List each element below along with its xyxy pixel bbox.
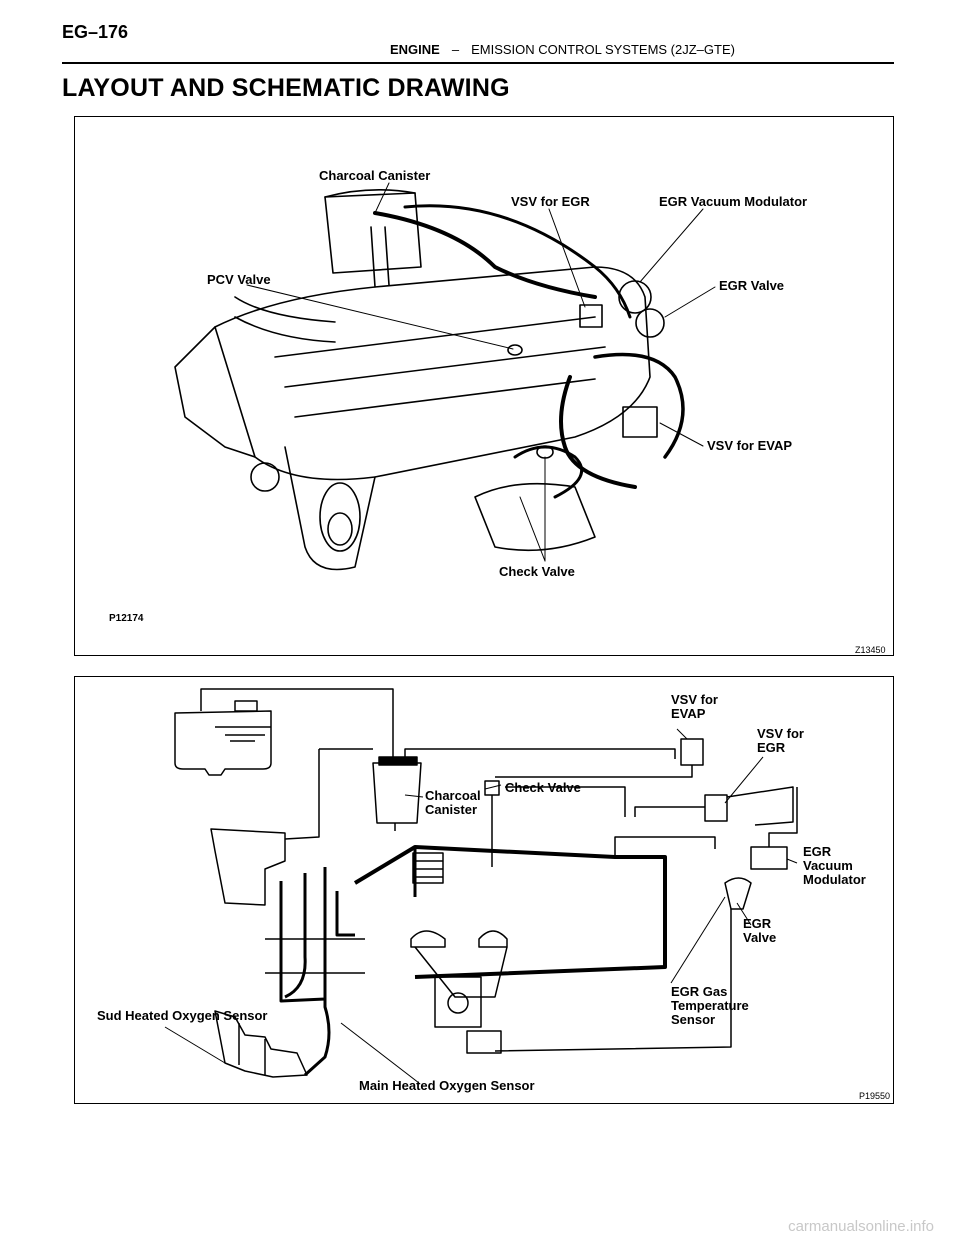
- layout-figure: Charcoal Canister VSV for EGR EGR Vacuum…: [74, 116, 894, 656]
- section-name: EMISSION CONTROL SYSTEMS (2JZ–GTE): [471, 42, 735, 57]
- label-vsv-for-evap-schematic: VSV for EVAP: [671, 692, 718, 721]
- page-title: LAYOUT AND SCHEMATIC DRAWING: [62, 74, 510, 102]
- figure-code: P12174: [109, 613, 144, 624]
- illustration-code: Z13450: [855, 645, 886, 655]
- label-charcoal-canister: Charcoal Canister: [319, 168, 431, 183]
- label-egr-valve: EGR Valve: [719, 278, 785, 293]
- watermark: carmanualsonline.info: [788, 1218, 934, 1235]
- label-check-valve-schematic: Check Valve: [505, 780, 581, 795]
- engine-layout-illustration: [174, 182, 716, 571]
- running-title: ENGINE–EMISSION CONTROL SYSTEMS (2JZ–GTE…: [390, 42, 735, 57]
- label-egr-valve-schematic: EGR Valve: [743, 916, 777, 945]
- label-pcv-valve: PCV Valve: [207, 272, 271, 287]
- label-egr-vacuum-modulator: EGR Vacuum Modulator: [659, 194, 808, 209]
- page-number: EG–176: [62, 22, 129, 42]
- label-main-heated-oxygen-sensor: Main Heated Oxygen Sensor: [359, 1078, 535, 1093]
- label-egr-vacuum-modulator-schematic: EGR Vacuum Modulator: [803, 844, 866, 887]
- schematic-figure: VSV for EVAP VSV for EGR Check Valve Cha…: [74, 676, 894, 1104]
- schematic-diagram: [164, 688, 798, 1084]
- label-vsv-for-egr: VSV for EGR: [511, 194, 590, 209]
- label-vsv-for-evap: VSV for EVAP: [707, 438, 793, 453]
- header-rule: [62, 62, 894, 64]
- schematic-figure-code: P19550: [859, 1091, 891, 1101]
- title-separator: –: [451, 42, 460, 57]
- label-vsv-for-egr-schematic: VSV for EGR: [757, 726, 804, 755]
- label-charcoal-canister-schematic: Charcoal Canister: [425, 788, 481, 817]
- label-check-valve: Check Valve: [499, 564, 575, 579]
- label-egr-gas-temperature-sensor: EGR Gas Temperature Sensor: [671, 984, 749, 1027]
- chapter-name: ENGINE: [390, 42, 440, 57]
- label-sub-heated-oxygen-sensor: Sud Heated Oxygen Sensor: [97, 1008, 268, 1023]
